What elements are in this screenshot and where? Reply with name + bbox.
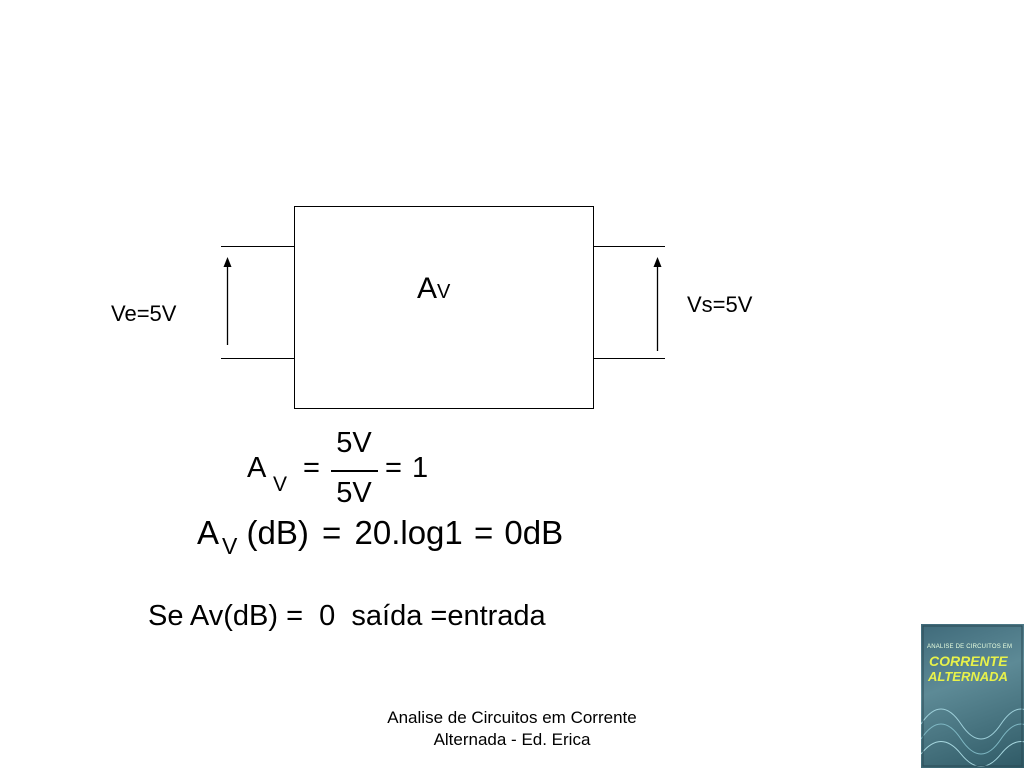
input-voltage-label: Ve=5V (111, 301, 176, 327)
eq2-lhs-subscript: V (222, 533, 237, 559)
eq2-unit: (dB) (247, 514, 309, 551)
eq1-lhs-subscript: V (273, 466, 287, 499)
amplifier-block (295, 207, 594, 409)
eq2-equals-2: = (474, 514, 493, 551)
gain-symbol: A (417, 272, 437, 305)
eq2-lhs: A (197, 514, 219, 551)
eq1-result: 1 (412, 452, 428, 485)
book-cover-title-1: CORRENTE (929, 653, 1008, 669)
book-cover-image: ANALISE DE CIRCUITOS EM CORRENTE ALTERNA… (921, 624, 1024, 768)
eq1-equals: = (303, 452, 320, 485)
book-cover-title-2: ALTERNADA (928, 669, 1008, 684)
eq1-denominator: 5V (324, 477, 384, 510)
eq2-equals: = (322, 514, 341, 551)
eq1-lhs: A (247, 452, 266, 485)
eq1-fraction-bar (331, 470, 378, 472)
gain-subscript: V (437, 281, 450, 303)
input-voltage-arrow (224, 257, 232, 345)
book-cover-subtitle: ANALISE DE CIRCUITOS EM (927, 644, 1012, 650)
output-voltage-label: Vs=5V (687, 292, 752, 318)
eq2-expression: 20.log1 (355, 514, 463, 551)
eq2-result: 0dB (504, 514, 563, 551)
output-voltage-arrow (654, 257, 662, 351)
footer-line-1: Analise de Circuitos em Corrente (352, 707, 672, 729)
eq1-equals-2: = (385, 452, 402, 485)
footer-line-2: Alternada - Ed. Erica (352, 729, 672, 751)
gain-label: AV (417, 272, 450, 306)
footer-caption: Analise de Circuitos em Corrente Alterna… (352, 707, 672, 751)
eq1-numerator: 5V (324, 427, 384, 460)
conclusion-note: Se Av(dB) = 0 saída =entrada (148, 600, 546, 633)
